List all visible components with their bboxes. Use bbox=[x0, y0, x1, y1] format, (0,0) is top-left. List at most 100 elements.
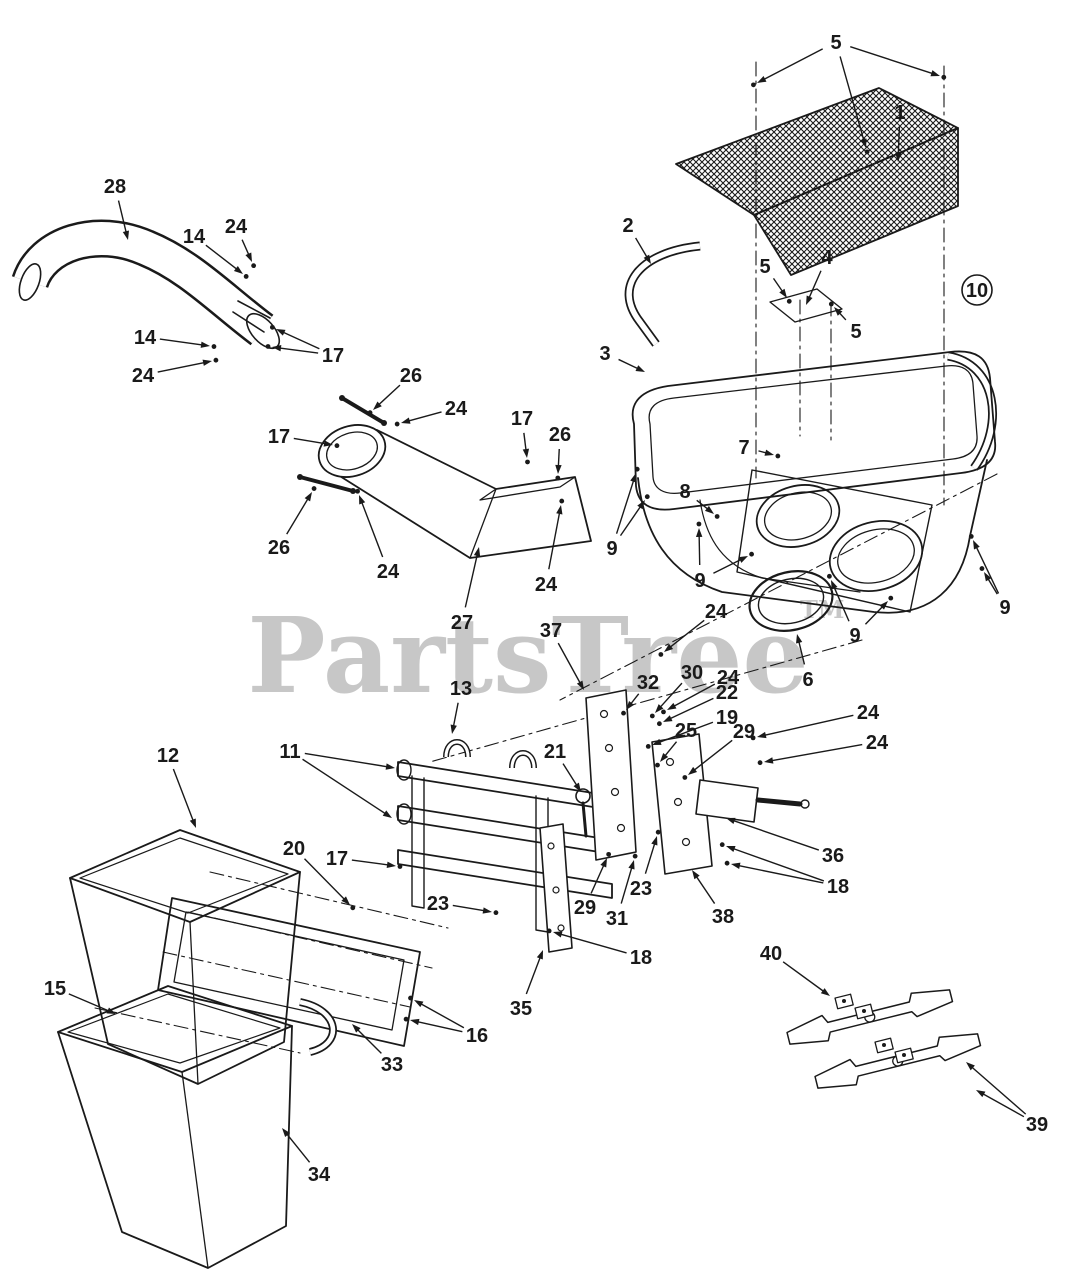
callout-38[interactable]: 38 bbox=[692, 870, 734, 928]
callout-label-25[interactable]: 25 bbox=[675, 720, 697, 742]
callout-9[interactable]: 9 bbox=[827, 573, 894, 647]
callout-label-40[interactable]: 40 bbox=[760, 943, 782, 965]
callout-label-31[interactable]: 31 bbox=[606, 908, 628, 930]
callout-23[interactable]: 23 bbox=[630, 829, 661, 900]
callout-24[interactable]: 24 bbox=[750, 702, 880, 741]
callout-label-24[interactable]: 24 bbox=[866, 732, 889, 754]
callout-label-10[interactable]: 10 bbox=[966, 280, 988, 302]
callout-32[interactable]: 32 bbox=[621, 672, 659, 716]
callout-label-24[interactable]: 24 bbox=[717, 667, 740, 689]
callout-label-23[interactable]: 23 bbox=[630, 878, 652, 900]
callout-label-26[interactable]: 26 bbox=[400, 365, 422, 387]
callout-16[interactable]: 16 bbox=[403, 995, 488, 1047]
callout-18[interactable]: 18 bbox=[546, 928, 652, 969]
callout-label-1[interactable]: 1 bbox=[894, 102, 905, 124]
callout-26[interactable]: 26 bbox=[367, 365, 422, 416]
callout-label-17[interactable]: 17 bbox=[322, 345, 344, 367]
callout-29[interactable]: 29 bbox=[574, 851, 612, 919]
callout-23[interactable]: 23 bbox=[427, 893, 499, 916]
callout-29[interactable]: 29 bbox=[682, 721, 755, 780]
callout-label-35[interactable]: 35 bbox=[510, 998, 532, 1020]
callout-label-18[interactable]: 18 bbox=[630, 947, 652, 969]
callout-36[interactable]: 36 bbox=[726, 817, 844, 867]
callout-label-4[interactable]: 4 bbox=[821, 247, 833, 269]
callout-30[interactable]: 30 bbox=[649, 662, 703, 719]
callout-label-27[interactable]: 27 bbox=[451, 612, 473, 634]
callout-label-9[interactable]: 9 bbox=[694, 570, 705, 592]
callout-label-11[interactable]: 11 bbox=[279, 741, 300, 763]
callout-17[interactable]: 17 bbox=[268, 426, 340, 449]
callout-label-8[interactable]: 8 bbox=[679, 481, 690, 503]
callout-label-21[interactable]: 21 bbox=[544, 741, 566, 763]
callout-13[interactable]: 13 bbox=[450, 678, 472, 734]
callout-17[interactable]: 17 bbox=[326, 848, 403, 870]
callout-26[interactable]: 26 bbox=[549, 424, 571, 481]
callout-label-24[interactable]: 24 bbox=[445, 398, 468, 420]
callout-label-9[interactable]: 9 bbox=[999, 597, 1010, 619]
callout-label-26[interactable]: 26 bbox=[268, 537, 290, 559]
callout-37[interactable]: 37 bbox=[540, 620, 584, 690]
callout-label-14[interactable]: 14 bbox=[134, 327, 157, 349]
callout-label-36[interactable]: 36 bbox=[822, 845, 844, 867]
callout-label-29[interactable]: 29 bbox=[733, 721, 755, 743]
callout-label-13[interactable]: 13 bbox=[450, 678, 472, 700]
callout-4[interactable]: 4 bbox=[806, 247, 833, 305]
callout-34[interactable]: 34 bbox=[282, 1128, 331, 1186]
callout-15[interactable]: 15 bbox=[44, 978, 116, 1014]
callout-label-29[interactable]: 29 bbox=[574, 897, 596, 919]
callout-24[interactable]: 24 bbox=[757, 732, 889, 766]
callout-14[interactable]: 14 bbox=[134, 327, 217, 349]
callout-label-22[interactable]: 22 bbox=[716, 682, 738, 704]
callout-9[interactable]: 9 bbox=[968, 533, 1011, 619]
callout-label-24[interactable]: 24 bbox=[535, 574, 558, 596]
callout-24[interactable]: 24 bbox=[355, 488, 400, 583]
callout-label-24[interactable]: 24 bbox=[377, 561, 400, 583]
callout-label-7[interactable]: 7 bbox=[738, 437, 749, 459]
callout-35[interactable]: 35 bbox=[510, 950, 543, 1020]
callout-39[interactable]: 39 bbox=[966, 1062, 1048, 1136]
callout-label-24[interactable]: 24 bbox=[225, 216, 248, 238]
callout-11[interactable]: 11 bbox=[279, 741, 395, 818]
callout-label-39[interactable]: 39 bbox=[1026, 1114, 1048, 1136]
callout-24[interactable]: 24 bbox=[132, 357, 219, 387]
callout-label-9[interactable]: 9 bbox=[849, 625, 860, 647]
callout-18[interactable]: 18 bbox=[719, 842, 849, 898]
callout-label-24[interactable]: 24 bbox=[132, 365, 155, 387]
callout-24[interactable]: 24 bbox=[661, 667, 740, 715]
callout-28[interactable]: 28 bbox=[104, 176, 130, 240]
callout-24[interactable]: 24 bbox=[658, 601, 728, 657]
callout-24[interactable]: 24 bbox=[225, 216, 257, 269]
callout-label-5[interactable]: 5 bbox=[850, 321, 861, 343]
callout-label-17[interactable]: 17 bbox=[511, 408, 533, 430]
callout-22[interactable]: 22 bbox=[656, 682, 738, 727]
callout-40[interactable]: 40 bbox=[760, 943, 830, 996]
callout-3[interactable]: 3 bbox=[599, 343, 645, 372]
callout-19[interactable]: 19 bbox=[645, 707, 738, 749]
callout-label-32[interactable]: 32 bbox=[637, 672, 659, 694]
callout-label-5[interactable]: 5 bbox=[830, 32, 841, 54]
callout-label-12[interactable]: 12 bbox=[157, 745, 179, 767]
callout-label-38[interactable]: 38 bbox=[712, 906, 734, 928]
callout-label-23[interactable]: 23 bbox=[427, 893, 449, 915]
callout-10[interactable]: 10 bbox=[961, 274, 993, 306]
callout-5[interactable]: 5 bbox=[828, 301, 862, 343]
callout-label-5[interactable]: 5 bbox=[759, 256, 770, 278]
callout-label-24[interactable]: 24 bbox=[705, 601, 728, 623]
callout-label-26[interactable]: 26 bbox=[549, 424, 571, 446]
callout-label-14[interactable]: 14 bbox=[183, 226, 206, 248]
callout-2[interactable]: 2 bbox=[622, 215, 651, 264]
callout-1[interactable]: 1 bbox=[894, 102, 906, 162]
callout-label-37[interactable]: 37 bbox=[540, 620, 562, 642]
callout-20[interactable]: 20 bbox=[283, 838, 356, 911]
callout-26[interactable]: 26 bbox=[268, 486, 317, 559]
callout-27[interactable]: 27 bbox=[451, 547, 481, 634]
callout-label-34[interactable]: 34 bbox=[308, 1164, 331, 1186]
callout-8[interactable]: 8 bbox=[679, 481, 720, 519]
callout-12[interactable]: 12 bbox=[157, 745, 196, 828]
callout-5[interactable]: 5 bbox=[759, 256, 792, 304]
callout-14[interactable]: 14 bbox=[183, 226, 249, 279]
callout-label-2[interactable]: 2 bbox=[622, 215, 633, 237]
callout-7[interactable]: 7 bbox=[738, 437, 781, 459]
callout-label-20[interactable]: 20 bbox=[283, 838, 305, 860]
callout-21[interactable]: 21 bbox=[544, 741, 581, 792]
